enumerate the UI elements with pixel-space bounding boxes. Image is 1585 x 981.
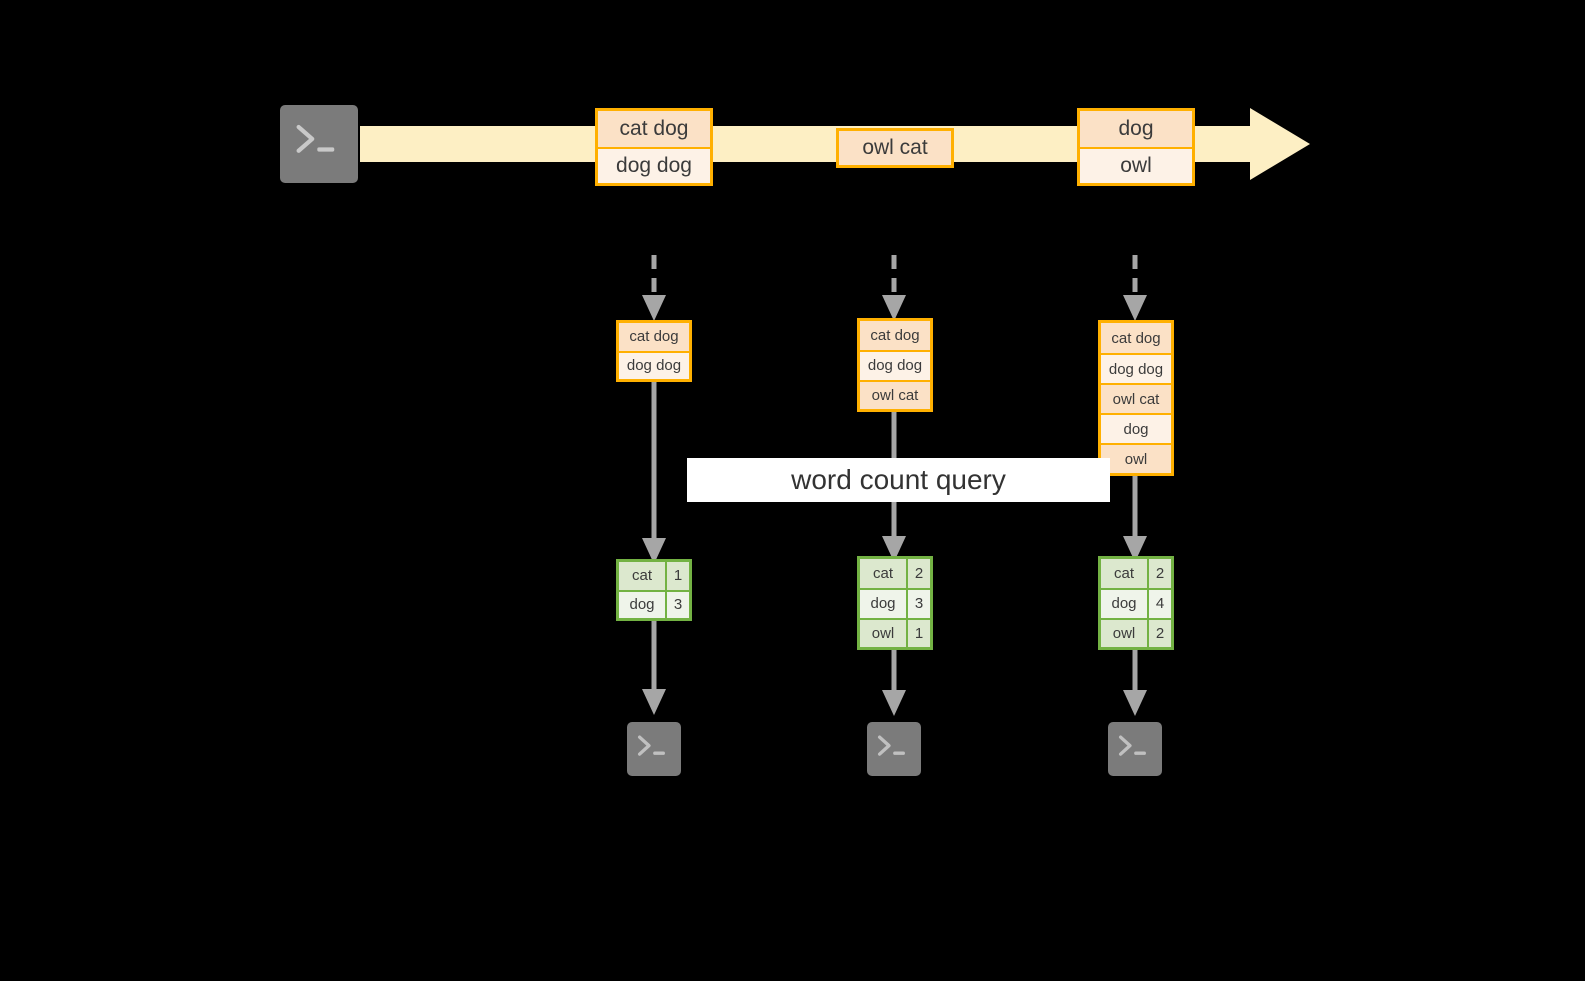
query-connector-1 — [642, 382, 666, 564]
query-connector-3 — [1123, 476, 1147, 562]
table-row: cat 2 — [1101, 559, 1171, 589]
stream-record-line: owl — [1080, 146, 1192, 183]
table-cell-word: owl — [1101, 619, 1149, 647]
table-cell-count: 1 — [908, 619, 930, 647]
snapshot-1-input[interactable]: cat dog dog dog — [616, 320, 692, 382]
table-cell-count: 3 — [908, 590, 930, 618]
table-row: dog 3 — [619, 589, 689, 618]
table-cell-word: cat — [1101, 559, 1149, 589]
snapshot-input-line: owl — [1101, 443, 1171, 473]
table-cell-count: 2 — [1149, 559, 1171, 589]
stream-record-2[interactable]: owl cat — [836, 128, 954, 168]
query-banner: word count query — [687, 458, 1110, 502]
stream-record-line: dog — [1080, 111, 1192, 147]
stream-record-1[interactable]: cat dog dog dog — [595, 108, 713, 186]
stream-record-3[interactable]: dog owl — [1077, 108, 1195, 186]
table-cell-word: cat — [860, 559, 908, 589]
table-row: cat 1 — [619, 562, 689, 590]
sink-connector-2 — [882, 650, 906, 716]
table-row: cat 2 — [860, 559, 930, 589]
sink-connector-1 — [642, 621, 666, 715]
sink-terminal-3[interactable] — [1103, 717, 1167, 781]
table-cell-word: owl — [860, 619, 908, 647]
stream-record-line: cat dog — [598, 111, 710, 147]
table-cell-count: 4 — [1149, 590, 1171, 618]
tap-arrow-2 — [882, 255, 906, 321]
stream-record-line: dog dog — [598, 146, 710, 183]
table-cell-word: dog — [619, 591, 667, 618]
table-cell-count: 2 — [908, 559, 930, 589]
terminal-prompt-icon — [637, 735, 665, 756]
snapshot-input-line: cat dog — [619, 323, 689, 351]
snapshot-input-line: owl cat — [1101, 383, 1171, 413]
snapshot-3-input[interactable]: cat dog dog dog owl cat dog owl — [1098, 320, 1174, 476]
query-banner-label: word count query — [791, 464, 1006, 495]
tap-arrow-3 — [1123, 255, 1147, 321]
snapshot-input-line: dog dog — [860, 350, 930, 380]
snapshot-2-input[interactable]: cat dog dog dog owl cat — [857, 318, 933, 412]
result-table-1[interactable]: cat 1 dog 3 — [616, 559, 692, 621]
sink-terminal-1[interactable] — [622, 717, 686, 781]
source-terminal[interactable] — [273, 98, 365, 190]
snapshot-input-line: dog dog — [1101, 353, 1171, 383]
table-cell-word: cat — [619, 562, 667, 590]
table-row: dog 3 — [860, 588, 930, 618]
table-cell-count: 2 — [1149, 619, 1171, 647]
snapshot-input-line: dog — [1101, 413, 1171, 443]
table-cell-count: 1 — [667, 562, 689, 590]
result-table-2[interactable]: cat 2 dog 3 owl 1 — [857, 556, 933, 650]
sink-terminal-2[interactable] — [862, 717, 926, 781]
snapshot-input-line: dog dog — [619, 350, 689, 379]
snapshot-input-line: cat dog — [860, 321, 930, 351]
table-row: owl 1 — [860, 617, 930, 647]
table-row: dog 4 — [1101, 588, 1171, 618]
table-cell-word: dog — [860, 590, 908, 618]
terminal-prompt-icon — [877, 735, 905, 756]
table-cell-count: 3 — [667, 591, 689, 618]
table-cell-word: dog — [1101, 590, 1149, 618]
snapshot-input-line: owl cat — [860, 379, 930, 409]
tap-arrow-1 — [642, 255, 666, 321]
stream-record-line: owl cat — [839, 131, 951, 165]
result-table-3[interactable]: cat 2 dog 4 owl 2 — [1098, 556, 1174, 650]
terminal-prompt-icon — [1118, 735, 1146, 756]
terminal-prompt-icon — [296, 124, 335, 153]
sink-connector-3 — [1123, 650, 1147, 716]
snapshot-input-line: cat dog — [1101, 323, 1171, 353]
table-row: owl 2 — [1101, 617, 1171, 647]
